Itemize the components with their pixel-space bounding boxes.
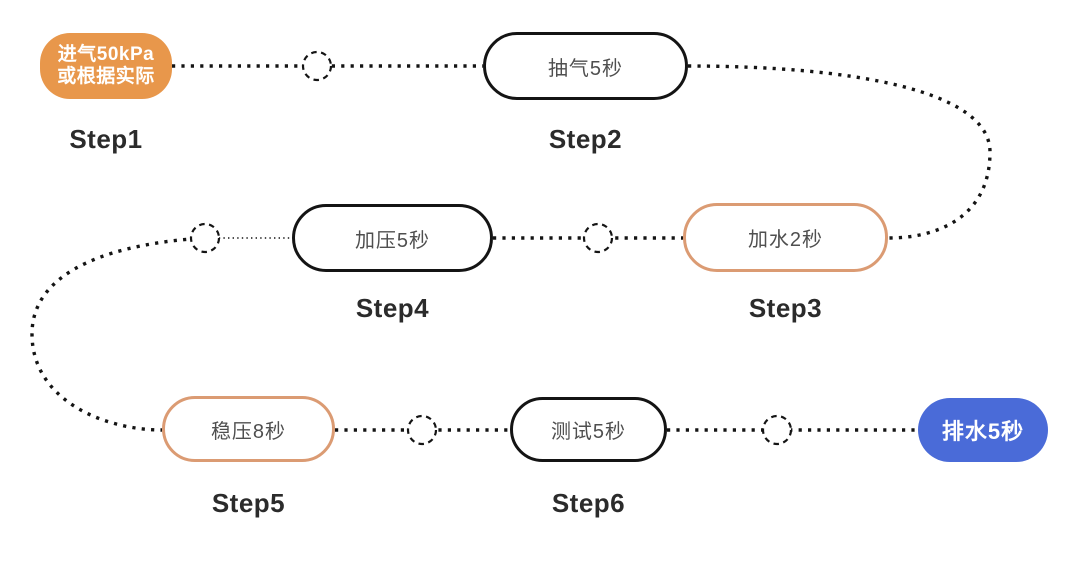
node-step3: 加水2秒: [683, 203, 888, 272]
junction-circle-2: [189, 222, 221, 254]
label-step3: Step3: [748, 293, 823, 323]
node-step7-text: 排水5秒: [941, 419, 1025, 444]
node-step2-text: 抽气5秒: [547, 57, 624, 80]
node-step1-line1: 进气50kPa: [57, 43, 155, 65]
label-step6: Step6: [551, 488, 626, 518]
node-step6: 测试5秒: [510, 397, 667, 462]
label-step5: Step5: [211, 488, 286, 518]
node-step6-text: 测试5秒: [550, 421, 627, 443]
connector-step2-to-step3-curve: [687, 64, 992, 240]
junction-circle-5: [761, 414, 793, 446]
node-step3-text: 加水2秒: [747, 229, 824, 251]
node-step1: 进气50kPa 或根据实际: [40, 33, 172, 99]
label-step2: Step2: [548, 124, 623, 154]
connector-step4-to-step5-curve: [30, 236, 206, 432]
junction-circle-4: [406, 414, 438, 446]
label-step4: Step4: [355, 293, 430, 323]
node-step4: 加压5秒: [292, 204, 493, 272]
label-step1: Step1: [69, 124, 143, 154]
node-step1-line2: 或根据实际: [57, 66, 155, 87]
node-step2: 抽气5秒: [483, 32, 688, 100]
node-step5: 稳压8秒: [162, 396, 335, 462]
node-step5-text: 稳压8秒: [210, 420, 287, 443]
junction-circle-1: [301, 50, 333, 82]
node-step4-text: 加压5秒: [354, 229, 431, 252]
junction-circle-3: [582, 222, 614, 254]
node-step7: 排水5秒: [918, 398, 1048, 462]
